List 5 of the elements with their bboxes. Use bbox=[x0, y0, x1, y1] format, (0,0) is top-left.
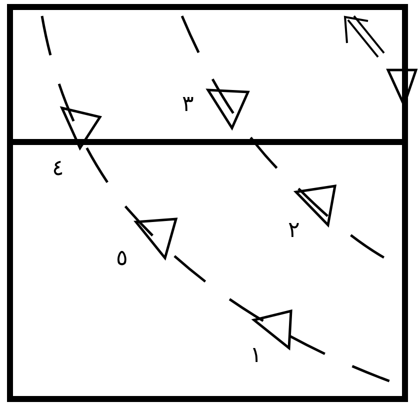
callout-number: ٣ bbox=[182, 94, 194, 116]
callout-number: ٢ bbox=[288, 220, 300, 242]
callout-number: ٥ bbox=[116, 248, 128, 270]
callout-number: ١ bbox=[250, 345, 262, 367]
callout-number: ٤ bbox=[52, 158, 64, 180]
